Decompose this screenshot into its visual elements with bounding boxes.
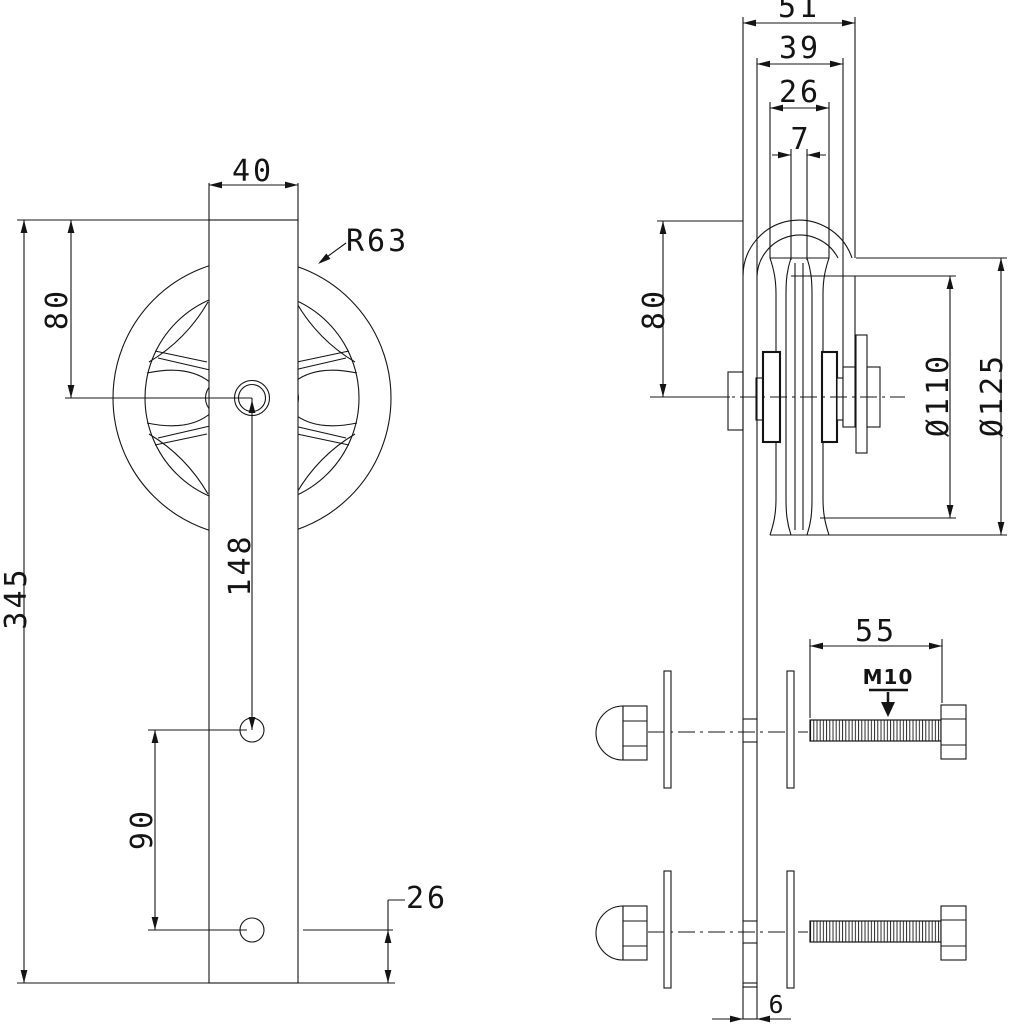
dim-center-offset-80-front: 80 — [40, 220, 252, 399]
washer-left-upper — [663, 670, 672, 789]
bolt-row-lower — [595, 870, 967, 989]
washer-right-lower — [786, 870, 795, 989]
bolt-row-upper — [595, 670, 967, 789]
dim-90-label: 90 — [125, 808, 160, 850]
dim-bottom-offset-26: 26 — [303, 881, 448, 983]
dim-dia110-label: Ø110 — [921, 353, 956, 437]
dim-total-height-345: 345 — [0, 219, 395, 984]
dim-m10-label: M10 — [863, 665, 914, 689]
callout-thread-m10: M10 — [863, 665, 914, 717]
dim-51-label: 51 — [778, 0, 820, 25]
spacer-right — [836, 377, 844, 421]
side-strap-edges — [742, 17, 758, 1020]
dim-outer-width-51: 51 — [743, 0, 855, 27]
dim-outer-dia-125: Ø125 — [829, 257, 1009, 536]
front-strap-plate — [208, 219, 299, 984]
dim-center-offset-80-side: 80 — [637, 220, 743, 398]
dim-40-label: 40 — [232, 154, 274, 189]
dim-345-label: 345 — [0, 566, 34, 629]
m10-arrow-icon — [881, 702, 895, 717]
dim-55-label: 55 — [855, 614, 897, 649]
dim-r63-label: R63 — [346, 224, 409, 259]
dim-bolt-length-55: 55 — [809, 614, 943, 718]
acorn-nut-upper — [595, 705, 648, 761]
dim-groove-width-7: 7 — [772, 122, 826, 260]
axle-end-left — [727, 371, 744, 431]
wheel-spokes — [146, 301, 358, 495]
washer-disc-right — [855, 334, 868, 454]
dim-wheel-width-26: 26 — [769, 75, 830, 258]
dim-80-side-label: 80 — [637, 288, 672, 330]
front-view: 40 345 80 R63 — [0, 154, 448, 984]
dim-hole-span-148: 148 — [223, 398, 258, 730]
dim-dia125-label: Ø125 — [975, 353, 1009, 437]
dim-7-label: 7 — [790, 122, 811, 157]
dim-inner-width-39: 39 — [757, 31, 843, 68]
hex-bolt-lower — [809, 905, 967, 961]
acorn-nut-lower — [595, 905, 648, 961]
dim-groove-dia-110: Ø110 — [791, 275, 956, 519]
dim-strap-thickness-6: 6 — [712, 990, 791, 1023]
side-view: 51 39 26 7 — [595, 0, 1009, 1023]
dim-80-front-label: 80 — [40, 288, 75, 330]
dim-39-label: 39 — [779, 31, 821, 66]
washer-left-lower — [663, 870, 672, 989]
dim-148-label: 148 — [223, 533, 258, 596]
dim-hole-span-90: 90 — [125, 729, 247, 931]
hex-bolt-upper — [809, 704, 967, 760]
dim-26-front-label: 26 — [406, 881, 448, 916]
callout-wheel-radius-r63: R63 — [315, 224, 409, 267]
washer-right-upper — [786, 670, 795, 789]
dim-26-side-label: 26 — [779, 75, 821, 110]
axle-assembly — [727, 334, 881, 454]
dim-strap-width-40: 40 — [208, 154, 299, 220]
dim-6-label: 6 — [768, 990, 785, 1019]
side-strap — [742, 17, 856, 427]
